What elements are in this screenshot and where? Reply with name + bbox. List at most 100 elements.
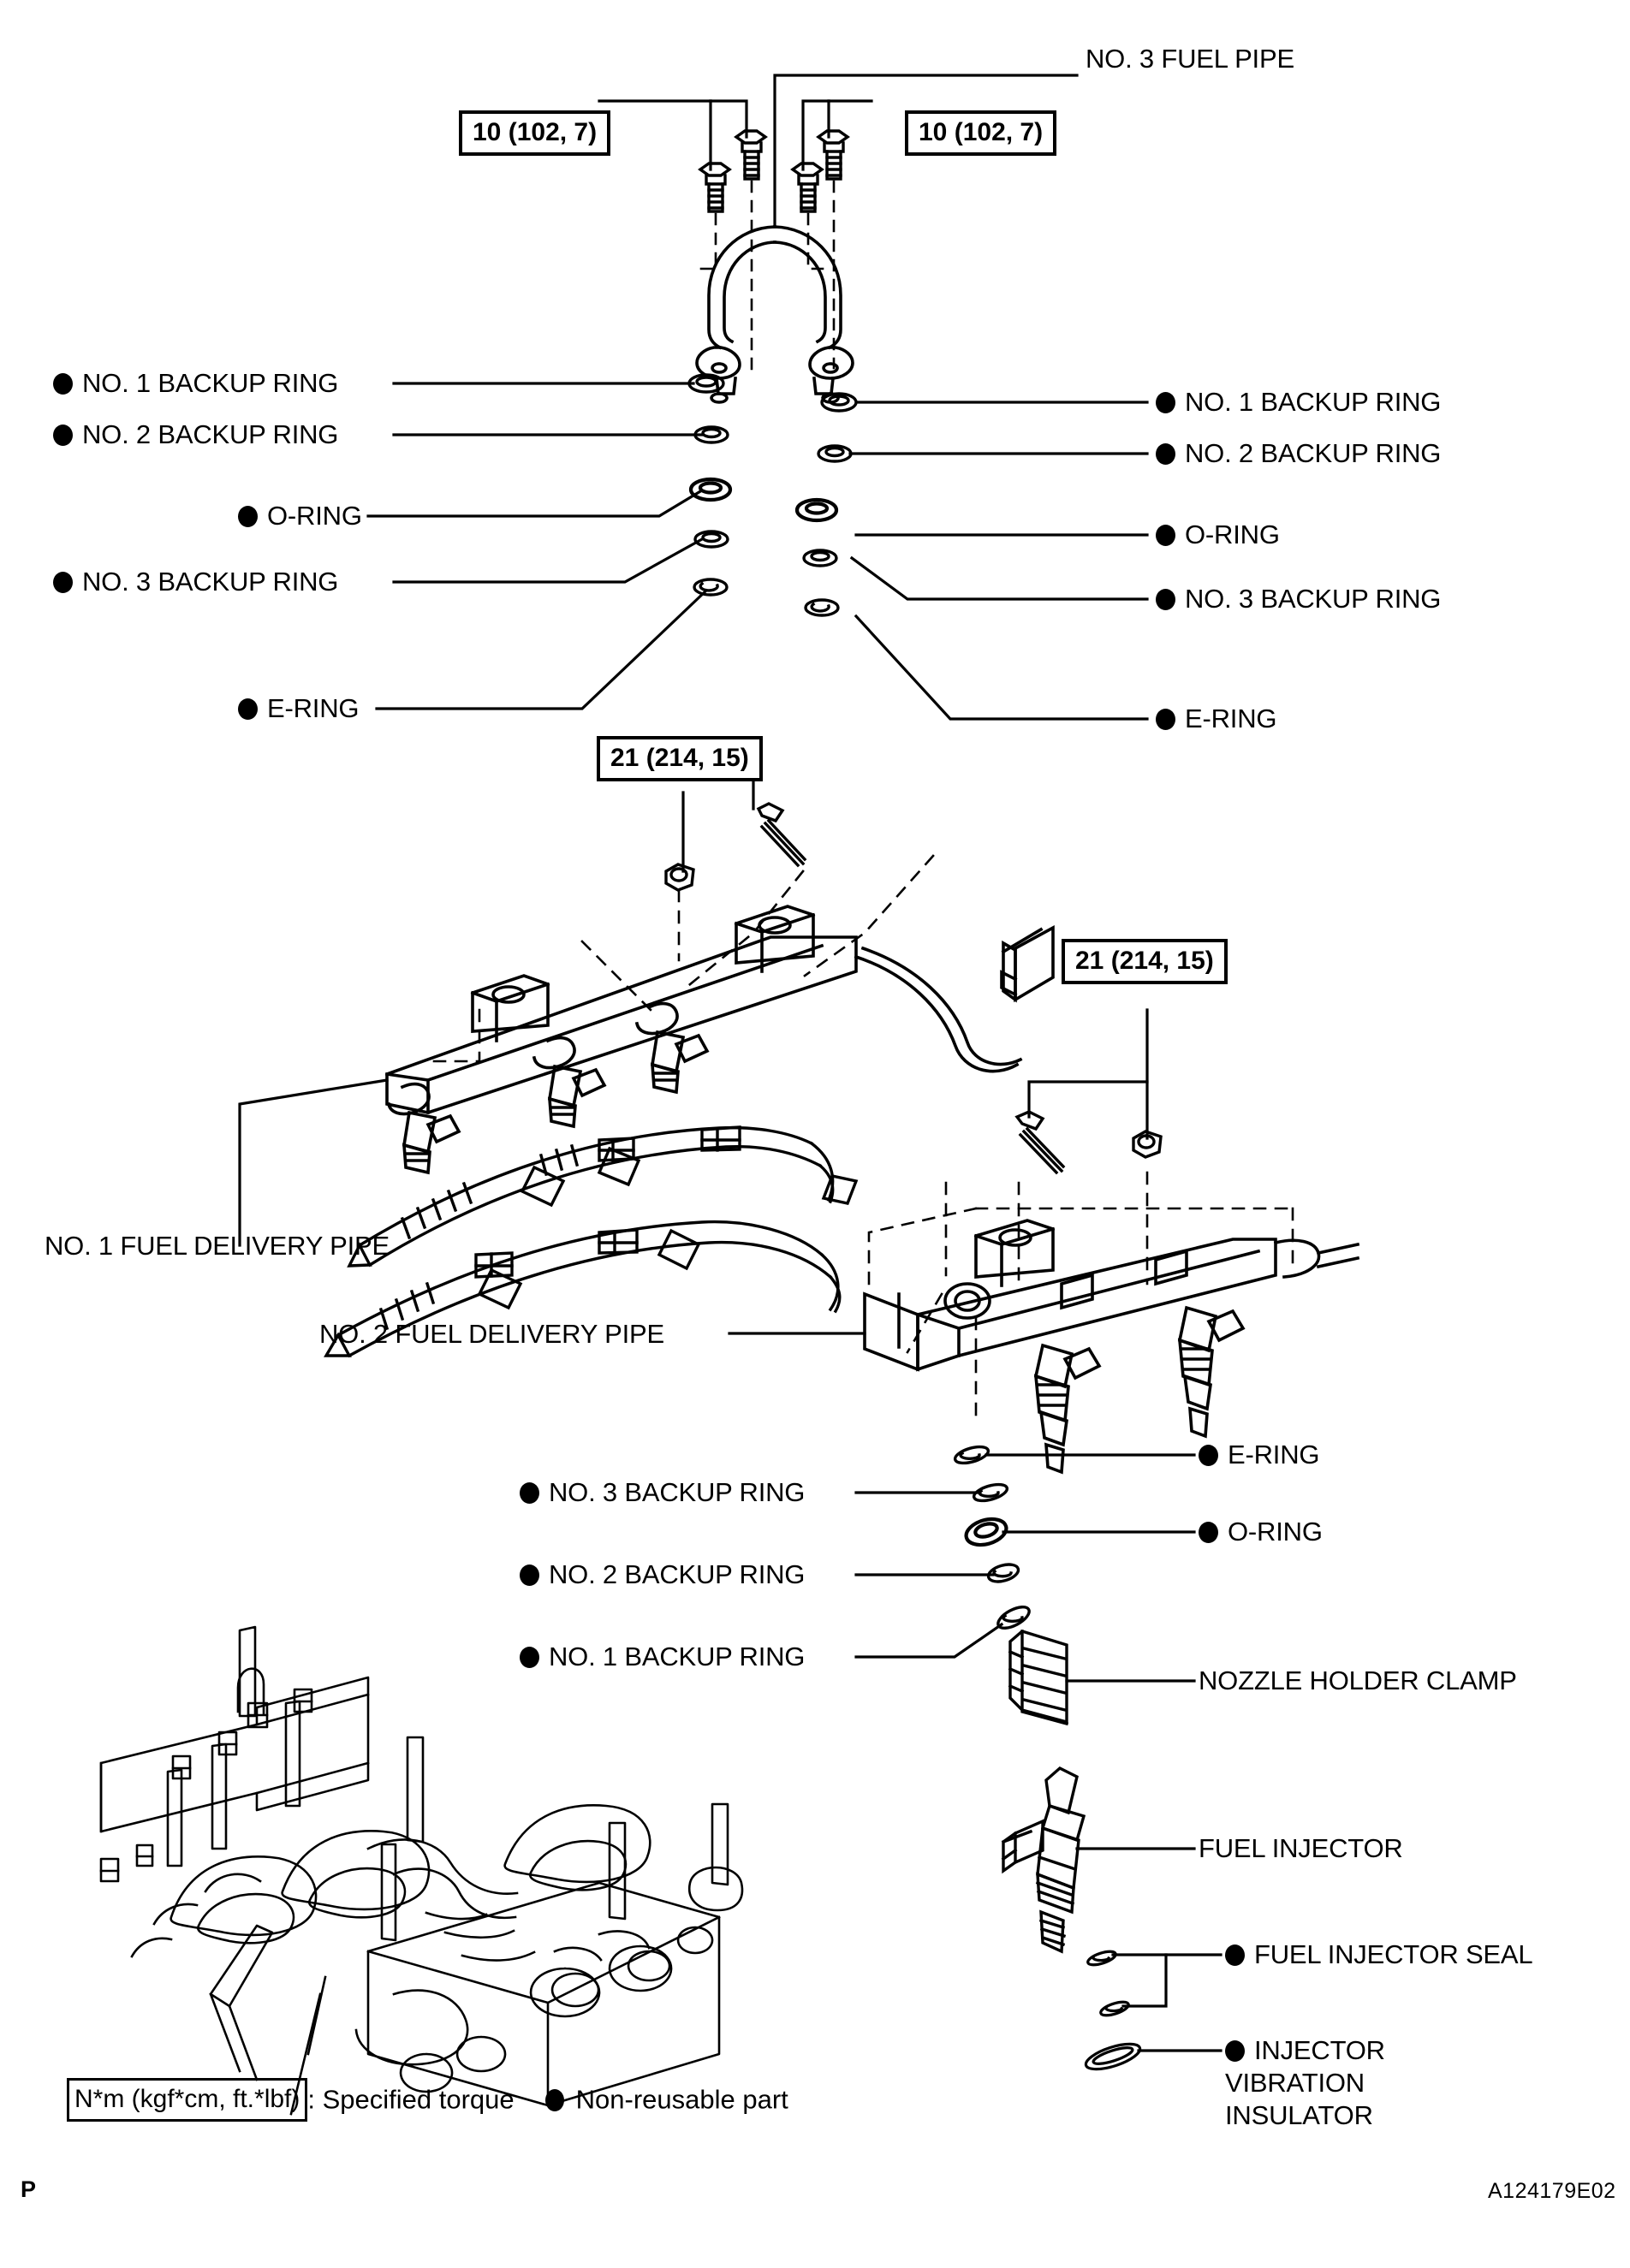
ring-left-no2-backup	[693, 425, 729, 444]
callout-lower-no3-backup-ring: NO. 3 BACKUP RING	[520, 1476, 805, 1509]
callout-left-e-ring: E-RING	[238, 692, 360, 725]
callout-lower-no3-backup-ring-label: NO. 3 BACKUP RING	[549, 1477, 806, 1507]
part-engine-assembly	[99, 1625, 744, 2116]
leader-right-no3-backup-ring	[849, 555, 1149, 601]
nonreusable-dot-icon	[53, 572, 73, 593]
callout-fuel-injector: FUEL INJECTOR	[1199, 1833, 1403, 1863]
assembly-guides-top	[692, 180, 836, 378]
callout-left-no1-backup-ring: NO. 1 BACKUP RING	[53, 367, 338, 400]
nonreusable-dot-icon	[1225, 2040, 1245, 2062]
leader-left-o-ring	[366, 488, 705, 518]
ring-right-no1-backup	[820, 392, 858, 413]
bolt-top-1	[698, 162, 732, 213]
nonreusable-dot-icon	[1225, 1944, 1245, 1966]
callout-left-no1-backup-ring-label: NO. 1 BACKUP RING	[82, 368, 339, 398]
stud-no1-pipe	[756, 802, 807, 868]
nonreusable-dot-icon	[53, 373, 73, 395]
callout-left-o-ring-label: O-RING	[267, 501, 362, 531]
callout-right-o-ring-label: O-RING	[1185, 520, 1280, 549]
part-fuel-injector	[1001, 1766, 1086, 1954]
ring-lower-no3-backup	[972, 1482, 1009, 1503]
part-nozzle-holder-clamp	[1008, 1630, 1069, 1726]
torque-spec-box-4: 21 (214, 15)	[1062, 939, 1228, 984]
bolt-top-3	[816, 129, 850, 181]
ring-right-no3-backup	[802, 549, 838, 567]
bolt-top-2	[734, 129, 768, 181]
ring-lower-no1-backup	[996, 1605, 1031, 1630]
nut-no2-pipe	[1132, 1130, 1163, 1159]
callout-lower-no1-backup-ring: NO. 1 BACKUP RING	[520, 1641, 805, 1673]
callout-right-no1-backup-ring: NO. 1 BACKUP RING	[1156, 386, 1441, 419]
ring-right-o-ring	[794, 497, 839, 523]
ring-lower-o-ring	[964, 1517, 1008, 1547]
leader-torque-mid-right	[1027, 1008, 1149, 1140]
ring-lower-no2-backup	[986, 1563, 1020, 1583]
bolt-top-4	[790, 162, 824, 213]
stud-no2-pipe	[1014, 1110, 1066, 1175]
callout-fuel-injector-seal-label: FUEL INJECTOR SEAL	[1254, 1939, 1533, 1969]
ring-left-e-ring	[693, 578, 729, 597]
callout-right-no1-backup-ring-label: NO. 1 BACKUP RING	[1185, 387, 1442, 417]
nonreusable-dot-icon	[1199, 1522, 1218, 1543]
part-no2-fuel-delivery-pipe	[863, 1219, 1360, 1475]
ring-left-o-ring	[688, 477, 733, 502]
part-no3-fuel-pipe	[695, 225, 854, 404]
callout-lower-e-ring-label: E-RING	[1228, 1440, 1320, 1469]
page-mark: P	[21, 2176, 37, 2202]
callout-right-no3-backup-ring-label: NO. 3 BACKUP RING	[1185, 584, 1442, 614]
torque-spec-box-1: 10 (102, 7)	[459, 110, 611, 156]
part-no1-fuel-delivery-pipe	[384, 905, 1055, 1175]
legend-torque-text: : Specified torque	[307, 2084, 515, 2115]
leader-lower-no1-backup-ring	[854, 1622, 1004, 1659]
callout-lower-o-ring-label: O-RING	[1228, 1517, 1323, 1547]
nonreusable-dot-icon	[53, 425, 73, 446]
nonreusable-dot-icon	[520, 1564, 539, 1586]
callout-right-o-ring: O-RING	[1156, 519, 1280, 551]
callout-left-no2-backup-ring: NO. 2 BACKUP RING	[53, 419, 338, 451]
nut-no1-pipe	[664, 863, 695, 892]
nonreusable-dot-icon	[1156, 589, 1175, 610]
ring-lower-e-ring	[953, 1445, 990, 1465]
callout-left-no3-backup-ring-label: NO. 3 BACKUP RING	[82, 567, 339, 597]
ring-right-e-ring	[804, 598, 840, 617]
callout-no3-fuel-pipe: NO. 3 FUEL PIPE	[1086, 44, 1294, 74]
legend-nonreusable-text: Non-reusable part	[575, 2084, 788, 2115]
callout-right-e-ring-label: E-RING	[1185, 704, 1277, 733]
callout-injector-vibration-insulator: INJECTOR VIBRATION INSULATOR	[1225, 2034, 1508, 2132]
ring-left-no3-backup	[693, 530, 729, 549]
legend: N*m (kgf*cm, ft.*lbf): Specified torque N…	[67, 2078, 788, 2122]
callout-right-no2-backup-ring-label: NO. 2 BACKUP RING	[1185, 438, 1442, 468]
ring-left-no1-backup	[687, 373, 725, 394]
callout-no1-fuel-delivery-pipe: NO. 1 FUEL DELIVERY PIPE	[45, 1231, 390, 1261]
assembly-guides-no1-pipe	[426, 854, 935, 1063]
legend-torque-box: N*m (kgf*cm, ft.*lbf)	[67, 2078, 308, 2122]
leader-no1-fuel-delivery-pipe	[238, 1078, 389, 1247]
leader-fuel-injector-seal	[1111, 1953, 1222, 2008]
callout-no2-fuel-delivery-pipe: NO. 2 FUEL DELIVERY PIPE	[319, 1319, 664, 1349]
nonreusable-dot-icon	[238, 506, 258, 527]
callout-right-no3-backup-ring: NO. 3 BACKUP RING	[1156, 583, 1441, 615]
nonreusable-dot-icon	[1156, 525, 1175, 546]
leader-right-e-ring	[854, 614, 1149, 721]
nonreusable-dot-icon	[544, 2088, 564, 2111]
nonreusable-dot-icon	[238, 698, 258, 720]
callout-lower-no2-backup-ring: NO. 2 BACKUP RING	[520, 1559, 805, 1591]
callout-nozzle-holder-clamp: NOZZLE HOLDER CLAMP	[1199, 1665, 1517, 1695]
callout-left-no2-backup-ring-label: NO. 2 BACKUP RING	[82, 419, 339, 449]
nonreusable-dot-icon	[1156, 709, 1175, 730]
part-fuel-injector-seal	[1086, 1950, 1130, 2017]
ring-right-no2-backup	[817, 444, 853, 463]
callout-lower-no2-backup-ring-label: NO. 2 BACKUP RING	[549, 1559, 806, 1589]
nonreusable-dot-icon	[520, 1482, 539, 1504]
callout-left-o-ring: O-RING	[238, 500, 362, 532]
nonreusable-dot-icon	[1156, 443, 1175, 465]
callout-lower-o-ring: O-RING	[1199, 1516, 1323, 1548]
callout-right-no2-backup-ring: NO. 2 BACKUP RING	[1156, 437, 1441, 470]
callout-left-e-ring-label: E-RING	[267, 693, 360, 723]
leader-torque-right-top	[801, 99, 873, 171]
part-wire-harness-upper	[347, 1125, 859, 1268]
leader-torque-left-top	[598, 99, 748, 171]
callout-lower-no1-backup-ring-label: NO. 1 BACKUP RING	[549, 1642, 806, 1671]
